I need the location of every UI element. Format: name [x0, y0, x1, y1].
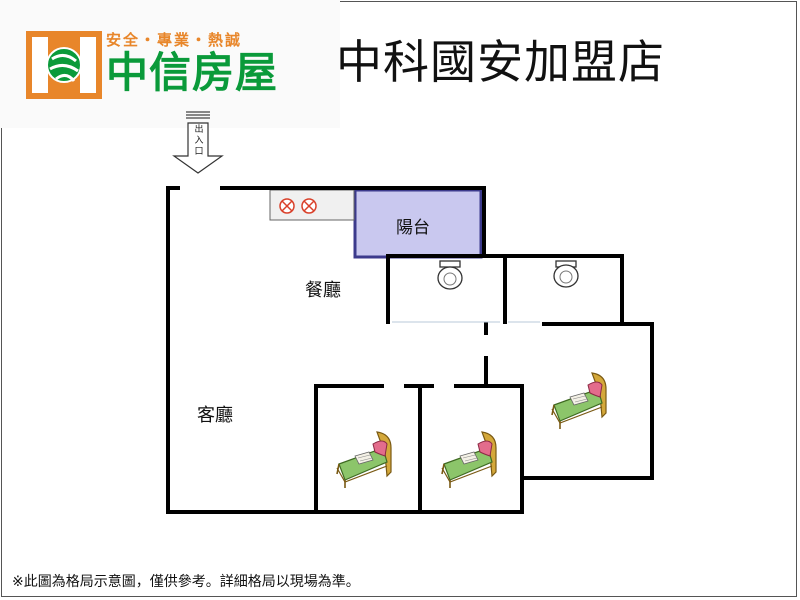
- bed-icon: [551, 372, 607, 429]
- room-label-living: 客廳: [197, 405, 233, 426]
- logo-tagline: 安全・專業・熱誠: [106, 31, 243, 49]
- room-label-dining: 餐廳: [305, 280, 341, 301]
- entrance-arrow-icon: [172, 111, 224, 174]
- bed-icon: [441, 431, 497, 488]
- stove-burner-icon: [279, 198, 295, 214]
- stove-burner-icon: [301, 198, 317, 214]
- logo-mark-icon: [26, 31, 102, 99]
- store-title: 中科國安加盟店: [336, 35, 665, 89]
- toilet-icon: [553, 260, 579, 288]
- logo: 安全・專業・熱誠 中信房屋: [0, 0, 340, 128]
- logo-brand: 中信房屋: [106, 48, 279, 97]
- walls: [166, 186, 654, 514]
- entrance-label-vertical: 出入口: [194, 125, 204, 157]
- bed-icon: [336, 431, 392, 488]
- toilet-icon: [437, 260, 463, 290]
- disclaimer: ※此圖為格局示意圖，僅供參考。詳細格局以現場為準。: [12, 574, 360, 590]
- room-label-balcony: 陽台: [396, 218, 430, 238]
